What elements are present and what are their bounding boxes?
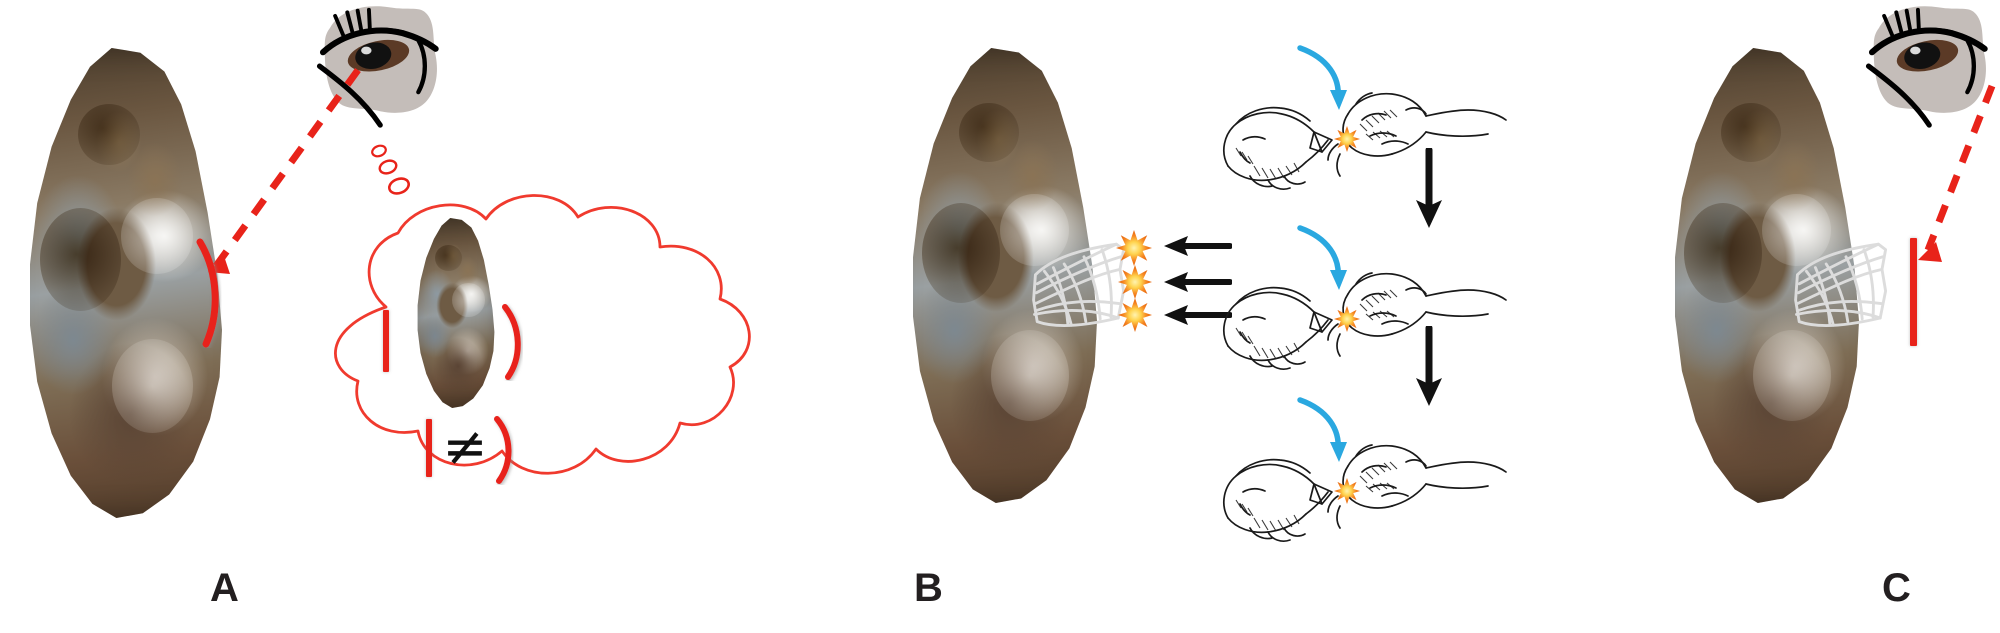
blue-curved-arrow-2 [1297, 225, 1347, 290]
handaxe-photo-large [890, 48, 1120, 503]
flake-scar [1684, 202, 1763, 303]
sequence-down-arrow-2 [1416, 326, 1442, 406]
red-straight-edge-mark [383, 310, 389, 372]
flake-scar [434, 244, 462, 272]
handaxe-photo-small [408, 218, 504, 408]
orange-impact-star-step-3 [1334, 478, 1360, 504]
orange-impact-star-step-2 [1334, 306, 1360, 332]
flake-scar [922, 202, 1001, 303]
sight-line-dashed [1918, 84, 1996, 262]
blue-curved-arrow-1 [1297, 45, 1347, 110]
panel-a: ≠ A [0, 0, 900, 633]
panel-c: C [1660, 0, 2000, 633]
thought-bubble-dots [371, 144, 410, 195]
blue-curved-arrow-3 [1297, 397, 1347, 462]
impact-star-2 [1118, 265, 1152, 299]
flake-scar [959, 102, 1019, 162]
impact-star-1 [1116, 230, 1152, 266]
panel-b: B [900, 0, 1660, 633]
black-left-arrow-3 [1164, 305, 1232, 325]
black-left-arrow-1 [1164, 236, 1232, 256]
panel-label-b: B [914, 566, 943, 610]
inequality-symbol: ≠ [442, 415, 488, 478]
handaxe-highlight [1753, 330, 1832, 422]
knapping-step-3 [1210, 397, 1510, 550]
black-left-arrow-2 [1164, 272, 1232, 292]
inequality-right-curve [494, 416, 512, 484]
handaxe-highlight [1762, 193, 1832, 267]
handaxe-highlight [111, 339, 194, 434]
inequality-left-bar [426, 419, 432, 477]
panel-label-a: A [210, 566, 239, 610]
orange-impact-star-step-1 [1334, 126, 1360, 152]
flake-scar [39, 207, 122, 312]
impact-star-3 [1118, 298, 1152, 332]
handaxe-highlight [1000, 193, 1070, 267]
handaxe-photo-large [6, 48, 246, 518]
flake-scar [78, 104, 141, 166]
flake-scar [1721, 102, 1781, 162]
handaxe-highlight [991, 330, 1070, 422]
handaxe-photo-large [1652, 48, 1882, 503]
handaxe-highlight [121, 198, 194, 274]
knapping-step-2 [1210, 225, 1510, 378]
white-mesh-overlay [1790, 228, 1902, 336]
panel-label-c: C [1882, 566, 1911, 610]
handaxe-highlight [452, 282, 485, 317]
knapping-step-1 [1210, 45, 1510, 198]
red-straight-edge-mark [1910, 238, 1917, 346]
red-curved-edge-mark [502, 304, 521, 380]
sequence-down-arrow-1 [1416, 148, 1442, 228]
red-curved-edge-mark [196, 238, 219, 348]
